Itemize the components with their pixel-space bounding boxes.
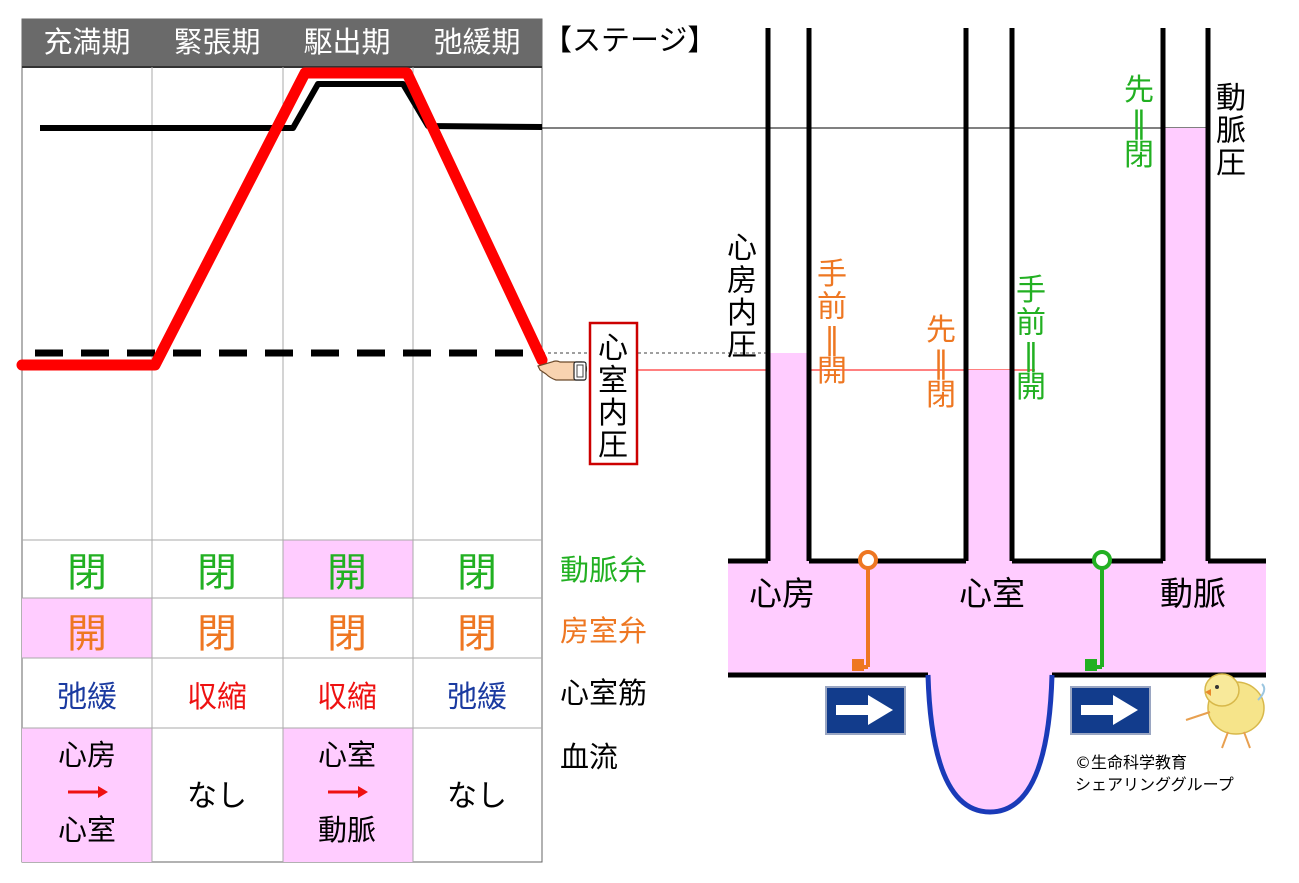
table-cell: 閉 [67, 550, 107, 596]
av-valve [852, 550, 878, 671]
row-label: 房室弁 [560, 614, 647, 648]
stage-label: 駆出期 [303, 25, 390, 59]
semilunar-valve [1085, 550, 1112, 671]
arterial-pressure-label: 動脈圧 [1216, 81, 1246, 181]
table-cell: 閉 [457, 550, 497, 596]
row-dividers [22, 539, 542, 729]
atrial-pressure-label: 心房内圧 [727, 231, 757, 363]
atrial-blood-column [768, 353, 809, 563]
flow-to: 心室 [58, 813, 116, 847]
stage-label: 緊張期 [173, 25, 260, 59]
chamber-label-ventricle: 心室 [959, 574, 1025, 613]
pointing-hand-icon [537, 360, 588, 381]
stage-header-bar [22, 19, 542, 67]
row-label: 動脈弁 [560, 553, 647, 587]
table-cell: 収縮 [187, 680, 247, 715]
flow-from: 心房 [58, 738, 116, 772]
highlight-cell [283, 540, 413, 598]
flow-direction-arrow-icon [1070, 686, 1151, 735]
chick-mascot-icon [1185, 673, 1266, 749]
highlight-cell [22, 598, 152, 658]
ventricular-pressure-box [588, 321, 639, 466]
table-cell: 閉 [457, 611, 497, 657]
chamber-label-artery: 動脈 [1160, 574, 1226, 613]
flow-arrow-icon [328, 786, 368, 798]
ventricle-pouch [928, 675, 1052, 812]
flow-to: 動脈 [318, 813, 376, 847]
table-cell: 閉 [197, 611, 237, 657]
arterial-blood-column [1163, 128, 1208, 563]
flow-none: なし [187, 779, 247, 814]
stage-label: 弛緩期 [433, 25, 520, 59]
table-cell: 開 [327, 550, 367, 596]
table-frame [21, 18, 543, 863]
ventricle-wall [925, 674, 1055, 815]
arterial-pressure-line [40, 81, 543, 131]
table-cell: 開 [67, 611, 107, 657]
sl-valve-distal-label: 先‖閉 [1124, 73, 1154, 173]
table-cell: 閉 [197, 550, 237, 596]
table-cell: 閉 [327, 611, 367, 657]
heart-schematic [728, 28, 1266, 815]
av-valve-distal-label: 先‖閉 [926, 313, 956, 413]
flow-direction-arrow-icon [825, 686, 906, 735]
chamber-band [728, 561, 1266, 675]
av-valve-proximal-label: 手前‖開 [817, 257, 847, 389]
column-dividers [151, 67, 414, 862]
stage-label: 充満期 [43, 25, 130, 59]
sl-valve-proximal-label: 手前‖開 [1016, 273, 1046, 405]
flow-arrow-icon [68, 786, 108, 798]
credit-line-1: ©生命科学教育 [1075, 753, 1187, 772]
credit-line-2: シェアリンググループ [1075, 775, 1234, 794]
flow-none: なし [447, 779, 507, 814]
stage-tag: 【ステージ】 [543, 23, 716, 57]
flow-from: 心室 [318, 738, 376, 772]
highlight-cell [283, 728, 413, 862]
highlight-cell [22, 728, 152, 862]
table-cell: 弛緩 [447, 680, 507, 715]
ventricular-blood-column [966, 370, 1012, 563]
chamber-label-atrium: 心房 [749, 574, 815, 613]
ventricular-pressure-label: 心室内圧 [598, 331, 628, 463]
ventricular-pressure-line [16, 67, 548, 371]
row-label: 血流 [560, 740, 618, 774]
row-label: 心室筋 [560, 676, 647, 710]
table-cell: 弛緩 [57, 680, 117, 715]
table-cell: 収縮 [317, 680, 377, 715]
